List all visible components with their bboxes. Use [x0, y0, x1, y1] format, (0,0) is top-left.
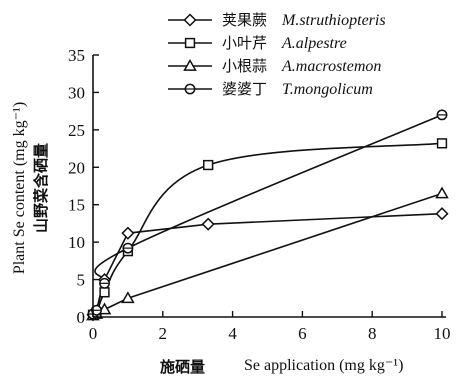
- y-tick-label: 15: [68, 196, 85, 215]
- legend-label-cn: 婆婆丁: [222, 80, 267, 98]
- data-point-triangle: [435, 186, 449, 199]
- y-tick-label: 25: [68, 121, 85, 140]
- y-tick-label: 35: [68, 46, 85, 65]
- x-axis-label: Se application (mg kg⁻¹): [244, 357, 403, 374]
- data-point-triangle: [121, 291, 135, 304]
- data-point-square: [436, 138, 448, 149]
- legend-label-latin: A.alpestre: [281, 35, 347, 52]
- legend-label-cn: 荚果蕨: [222, 11, 267, 29]
- data-point-square: [99, 287, 110, 298]
- x-tick-label: 8: [368, 324, 377, 343]
- series-line-triangle: [92, 192, 443, 317]
- series-line-circle: [92, 114, 443, 315]
- series-line-diamond: [92, 212, 443, 316]
- data-point-diamond: [121, 226, 135, 240]
- y-axis-label: Plant Se content (mg kg⁻¹): [11, 102, 28, 274]
- legend-label-latin: M.struthiopteris: [281, 12, 386, 29]
- legend-marker-diamond: [183, 13, 197, 27]
- legend: 荚果蕨 M.struthiopteris 小叶芹 A.alpestre 小根蒜 A.mac…: [168, 11, 386, 98]
- legend-marker-triangle: [183, 58, 197, 71]
- x-tick-label: 0: [89, 324, 98, 343]
- y-tick-label: 10: [68, 233, 85, 252]
- data-point-square: [203, 159, 214, 171]
- data-point-diamond: [201, 217, 215, 231]
- legend-label-cn: 小根蒜: [222, 57, 267, 75]
- y-axis-label-cn: 山野菜含硒量: [32, 143, 50, 233]
- y-ticks: 0 5 10 15 20 25 30 35: [68, 46, 99, 327]
- y-tick-label: 0: [77, 308, 86, 327]
- legend-marker-square: [184, 37, 196, 49]
- x-tick-label: 6: [298, 324, 307, 343]
- x-ticks: 0 2 4 6 8 10: [89, 311, 451, 343]
- x-axis-label-cn: 施硒量: [160, 358, 205, 376]
- legend-label-cn: 小叶芹: [222, 34, 267, 52]
- y-tick-label: 30: [68, 83, 85, 102]
- x-tick-label: 2: [159, 324, 168, 343]
- data-point-diamond: [435, 207, 449, 221]
- series-line-square: [92, 142, 443, 316]
- x-tick-label: 10: [434, 324, 451, 343]
- legend-label-latin: T.mongolicum: [282, 81, 373, 98]
- y-tick-label: 5: [77, 271, 86, 290]
- y-tick-label: 20: [68, 158, 85, 177]
- legend-label-latin: A.macrostemon: [281, 58, 381, 75]
- x-tick-label: 4: [228, 324, 237, 343]
- series-lines: [92, 114, 443, 317]
